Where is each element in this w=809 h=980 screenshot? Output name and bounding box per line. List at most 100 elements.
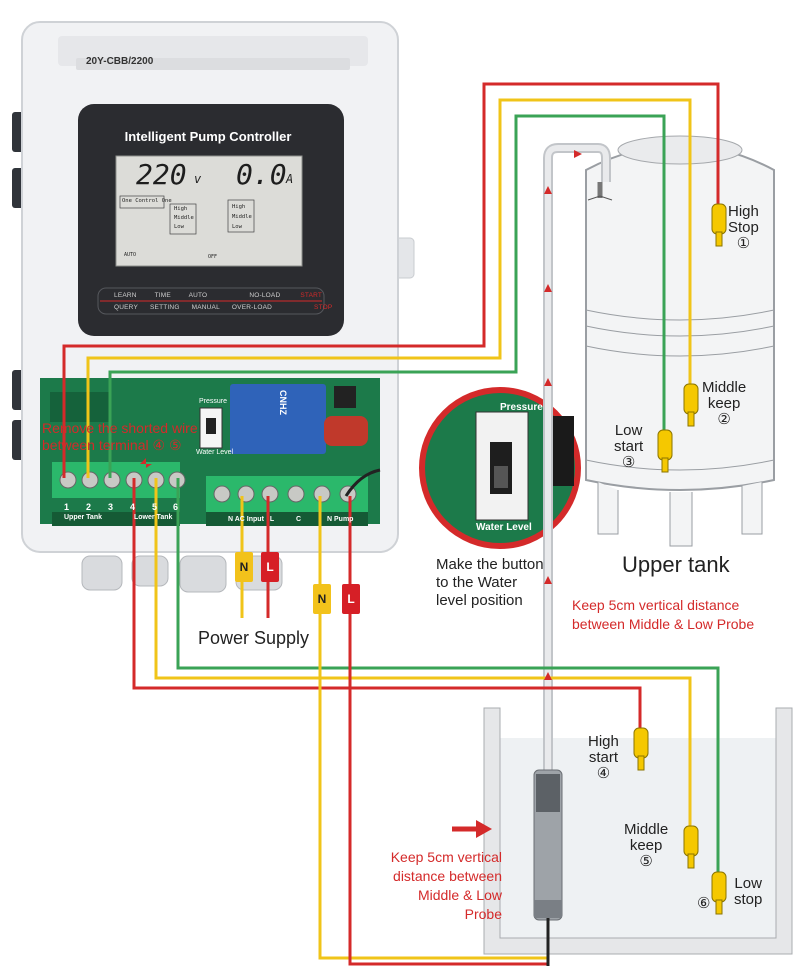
probe-label-upper-high: High Stop ① [728,204,759,252]
probe-upper-low [657,429,673,473]
pointer-arrow [452,820,492,838]
key-query[interactable]: QUERY [114,304,138,311]
probe-upper-high [711,203,727,247]
probe-label-upper-middle: Middle keep ② [702,380,746,428]
key-auto[interactable]: AUTO [188,292,208,299]
lower-tank-terminal-label: Lower Tank [134,514,173,521]
wire-lower-high [132,478,642,728]
probe-upper-high-line2: Stop [728,219,759,236]
power-term-n1: N [228,516,234,523]
lower-distance-line4: Probe [464,906,502,922]
upper-tank [585,135,775,547]
tag-supply-l: L [261,552,279,582]
probe-upper-high-line1: High [728,203,759,220]
power-terminal-labels: N AC Input L C N Pump [228,516,353,523]
wire-lower-low [176,478,720,872]
lcd-level-middle-right: Middle [232,214,252,220]
probe-upper-middle-line2: keep [707,395,741,412]
tag-supply-n: N [235,552,253,582]
wires [62,82,720,966]
power-term-n2: N [327,516,333,523]
probe-lower-middle [683,825,699,869]
switch-zoom-inset [419,387,581,549]
probe-label-upper-low: Low start ③ [614,423,643,471]
lower-distance-note: Keep 5cm vertical distance between Middl… [352,848,502,924]
upper-distance-note: Keep 5cm vertical distance between Middl… [572,596,754,634]
remove-wire-line1: Remove the shorted wire [42,420,198,436]
probe-label-lower-low: Low stop [734,876,762,908]
upper-distance-line2: between Middle & Low Probe [572,616,755,632]
lower-distance-line2: distance between [393,868,502,884]
submersible-pump [533,769,563,921]
key-setting[interactable]: SETTING [150,304,180,311]
probe-lower-high [633,727,649,771]
lcd-current: 0.0 [236,158,287,191]
probe-lower-middle-line1: Middle [624,821,669,838]
upper-tank-terminal-label: Upper Tank [64,514,102,521]
lcd-levels-left: High Middle Low [174,205,194,232]
lcd-voltage: 220 [136,158,187,191]
probe-lower-low-line2: stop [734,891,763,908]
lcd-auto: AUTO [124,252,137,258]
zoom-label-bottom: Water Level [476,522,532,533]
switch-label-bottom: Water Level [196,449,234,456]
probe-upper-middle-line1: Middle [702,379,747,396]
lcd-level-high-right: High [232,204,246,210]
probe-upper-middle-num: ② [717,411,731,428]
probe-lower-middle-line2: keep [629,837,663,854]
upper-tank-label: Upper tank [622,552,730,577]
flow-arrows [544,150,582,680]
probe-lower-low-line1: Low [734,875,762,892]
button-note-line3: level position [436,592,523,609]
probe-upper-low-line1: Low [614,422,643,439]
button-position-note: Make the button to the Water level posit… [436,556,544,610]
terminal-1: 1 [64,502,70,512]
wire-lower-middle [154,478,692,826]
lcd-level-high-left: High [174,206,188,212]
lcd-level-low-right: Low [232,224,242,230]
probe-label-lower-middle: Middle keep ⑤ [624,822,668,870]
wire-upper-high [62,82,720,478]
tag-pump-n: N [313,584,331,614]
probe-label-lower-high: High start ④ [588,734,619,782]
probe-lower-high-num: ④ [596,765,611,782]
button-note-line2: to the Water [436,574,518,591]
probe-lower-middle-num: ⑤ [639,853,653,870]
upper-distance-line1: Keep 5cm vertical distance [572,597,740,613]
power-term-ac-input: AC Input [234,516,264,523]
keypad-row-2: QUERY SETTING MANUAL OVER-LOAD STOP [114,304,332,311]
wire-pump-l [348,496,548,966]
key-time[interactable]: TIME [154,292,171,299]
relay-brand: CNHZ [278,390,288,415]
probe-lower-high-line1: High [588,733,619,750]
key-stop: STOP [314,304,333,311]
lower-distance-line3: Middle & Low [417,887,502,903]
probe-lower-high-line2: start [588,749,619,766]
tag-pump-l: L [342,584,360,614]
lcd-current-unit: A [286,172,294,186]
key-learn[interactable]: LEARN [114,292,137,299]
lcd-off: OFF [208,254,218,260]
terminal-4: 4 [130,502,136,512]
remove-wire-note: Remove the shorted wire between terminal… [42,420,198,454]
key-over-load: OVER-LOAD [231,304,273,311]
button-note-line1: Make the button [436,556,544,573]
wire-pump-n [318,496,548,960]
zoom-label-top: Pressure [500,402,543,413]
lcd-level-low-left: Low [174,224,184,230]
probe-lower-low [711,871,727,915]
probe-upper-low-line2: start [614,438,644,455]
key-no-load: NO-LOAD [249,292,281,299]
lcd-voltage-unit: v [194,172,202,186]
probe-upper-high-num: ① [736,235,751,252]
jumper-marker [140,458,152,468]
lcd-level-middle-left: Middle [174,215,194,221]
probe-upper-middle [683,383,699,427]
wire-upper-low [108,114,666,478]
probe-lower-low-num: ⑥ [697,895,711,912]
delivery-pipe [543,143,611,780]
pcb-board [40,378,380,526]
controller-title: Intelligent Pump Controller [124,129,292,144]
key-manual[interactable]: MANUAL [191,304,220,311]
